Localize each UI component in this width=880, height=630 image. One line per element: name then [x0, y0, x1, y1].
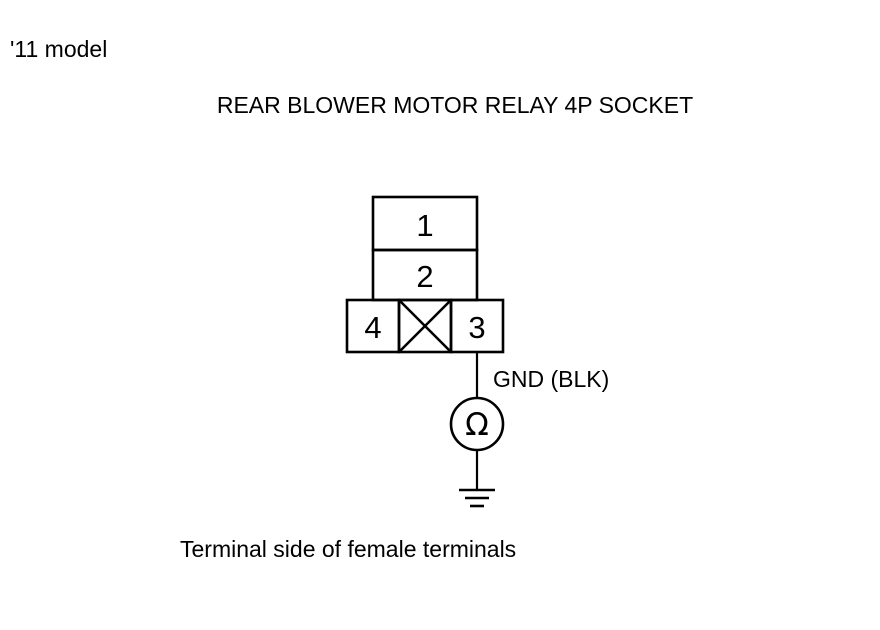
ohm-symbol: Ω [465, 407, 489, 443]
pin-label-2: 2 [416, 259, 433, 294]
diagram-title: REAR BLOWER MOTOR RELAY 4P SOCKET [216, 92, 694, 118]
model-label: '11 model [10, 36, 108, 62]
cavity-cross-line-b [398, 299, 452, 353]
pin-label-3: 3 [468, 310, 485, 345]
pin-label-1: 1 [416, 208, 433, 243]
ohmmeter-icon: Ω [449, 396, 505, 452]
ground-symbol-icon [459, 488, 495, 508]
pin-label-4: 4 [364, 310, 381, 345]
footer-caption: Terminal side of female terminals [180, 536, 517, 562]
wire-label-gnd: GND (BLK) [493, 366, 609, 392]
